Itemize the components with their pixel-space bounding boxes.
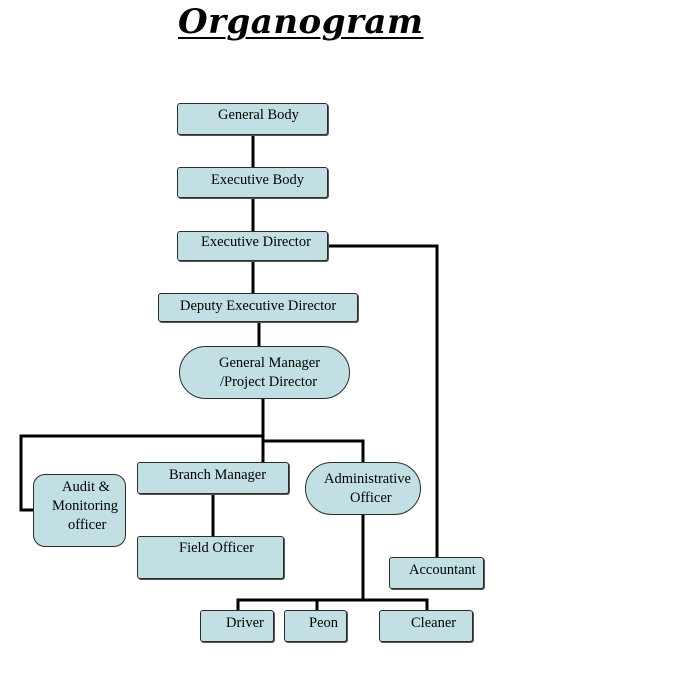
accountant-label: Accountant xyxy=(409,562,476,578)
general-manager-node: General Manager /Project Director xyxy=(179,346,350,399)
administrative-officer-node: Administrative Officer xyxy=(305,462,421,515)
general-manager-label-line2: /Project Director xyxy=(220,374,318,390)
connector-trunk-audit xyxy=(19,434,265,512)
driver-label: Driver xyxy=(226,615,264,631)
executive-body-label: Executive Body xyxy=(211,172,305,188)
field-officer-node: Field Officer xyxy=(137,536,284,579)
executive-director-label: Executive Director xyxy=(201,234,311,250)
accountant-node: Accountant xyxy=(389,557,484,589)
deputy-executive-director-node: Deputy Executive Director xyxy=(158,293,358,322)
driver-node: Driver xyxy=(200,610,274,642)
branch-manager-node: Branch Manager xyxy=(137,462,289,494)
general-manager-label-line1: General Manager xyxy=(219,355,321,371)
general-body-label: General Body xyxy=(218,107,299,123)
branch-manager-label: Branch Manager xyxy=(169,467,267,483)
audit-monitoring-label-line3: officer xyxy=(68,517,107,533)
audit-monitoring-label-line2: Monitoring xyxy=(52,498,119,514)
general-body-node: General Body xyxy=(177,103,328,135)
cleaner-node: Cleaner xyxy=(379,610,473,642)
peon-node: Peon xyxy=(284,610,347,642)
peon-label: Peon xyxy=(309,615,338,631)
audit-monitoring-officer-node: Audit & Monitoring officer xyxy=(33,474,126,547)
executive-body-node: Executive Body xyxy=(177,167,328,198)
connector-director-accountant xyxy=(326,244,439,559)
administrative-officer-label-line1: Administrative xyxy=(324,471,411,487)
administrative-officer-label-line2: Officer xyxy=(350,490,392,506)
page-title: Organogram xyxy=(178,2,424,42)
deputy-executive-director-label: Deputy Executive Director xyxy=(180,298,337,314)
audit-monitoring-label-line1: Audit & xyxy=(62,479,110,495)
field-officer-label: Field Officer xyxy=(179,540,255,556)
executive-director-node: Executive Director xyxy=(177,231,328,261)
cleaner-label: Cleaner xyxy=(411,615,457,631)
